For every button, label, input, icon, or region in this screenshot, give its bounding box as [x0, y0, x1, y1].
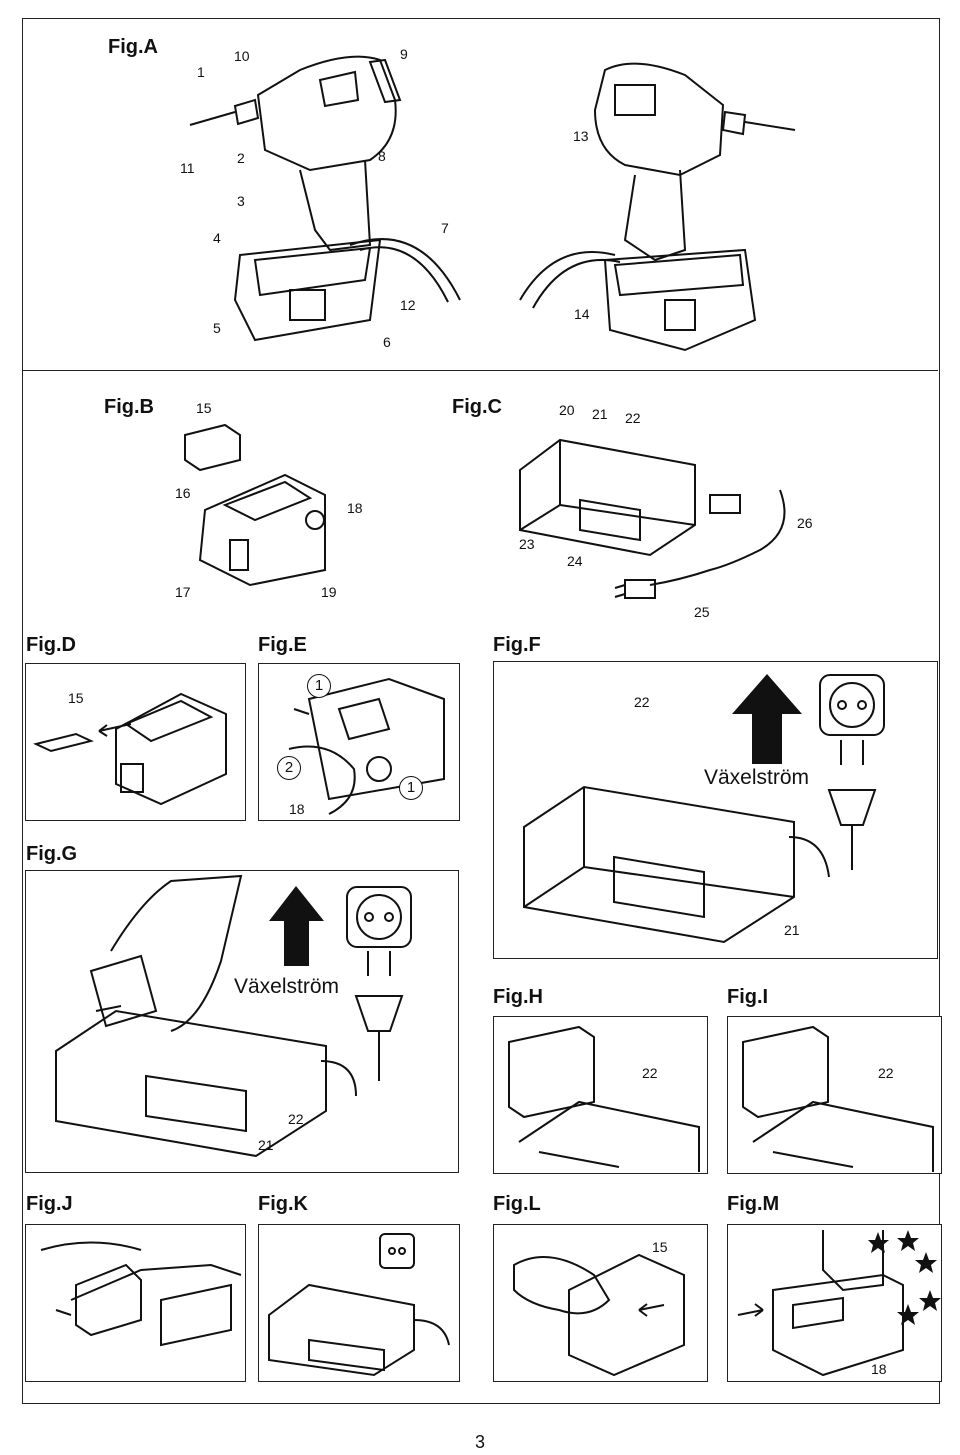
- battery-cartridge-illustration: [31, 679, 241, 809]
- figure-e-panel: 1 2 1 18: [258, 663, 460, 821]
- callout-number: 18: [289, 801, 305, 817]
- figure-d-panel: 15: [25, 663, 246, 821]
- charger-illustration: [520, 430, 700, 560]
- callout-number: 19: [321, 584, 337, 600]
- callout-number: 21: [592, 406, 608, 422]
- figure-title: Fig.D: [26, 634, 76, 656]
- callout-number: 10: [234, 48, 250, 64]
- callout-number: 26: [797, 515, 813, 531]
- callout-number: 15: [196, 400, 212, 416]
- callout-number: 18: [871, 1361, 887, 1377]
- callout-number: 12: [400, 297, 416, 313]
- impact-driver-illustration: [733, 1230, 938, 1380]
- callout-number: 2: [237, 150, 245, 166]
- battery-cartridge-illustration: [175, 420, 335, 590]
- ac-current-label: Växelström: [704, 766, 810, 789]
- callout-number: 20: [559, 402, 575, 418]
- charger-illustration: [524, 777, 814, 947]
- step-marker: 1: [307, 674, 331, 698]
- up-arrow-icon: [732, 674, 802, 764]
- callout-number: 22: [625, 410, 641, 426]
- page-number: 3: [474, 1432, 485, 1452]
- power-plug-icon: [620, 470, 800, 610]
- callout-number: 4: [213, 230, 221, 246]
- callout-number: 8: [378, 148, 386, 164]
- figure-title: Fig.B: [104, 396, 154, 418]
- figure-title: Fig.A: [108, 36, 158, 58]
- impact-driver-illustration: [515, 50, 805, 360]
- callout-number: 11: [180, 160, 195, 176]
- power-plug-icon: [819, 740, 885, 870]
- callout-number: 24: [567, 553, 583, 569]
- divider-line: [22, 370, 938, 371]
- figure-j-panel: [25, 1224, 246, 1382]
- figure-title: Fig.E: [258, 634, 307, 656]
- callout-number: 16: [175, 485, 191, 501]
- callout-number: 22: [878, 1065, 894, 1081]
- callout-number: 22: [288, 1111, 304, 1127]
- figure-title: Fig.C: [452, 396, 502, 418]
- charger-illustration: [264, 1265, 454, 1380]
- callout-number: 22: [634, 694, 650, 710]
- figure-g-panel: Växelström 22 21: [25, 870, 459, 1173]
- figure-title: Fig.G: [26, 843, 78, 865]
- callout-number: 6: [383, 334, 391, 350]
- callout-number: 14: [574, 306, 590, 322]
- figure-l-panel: 15: [493, 1224, 708, 1382]
- callout-number: 23: [519, 536, 535, 552]
- up-arrow-icon: [269, 886, 324, 966]
- callout-number: 9: [400, 46, 408, 62]
- callout-number: 21: [258, 1137, 274, 1153]
- callout-number: 15: [652, 1239, 668, 1255]
- callout-number: 3: [237, 193, 245, 209]
- figure-f-panel: Växelström 22 21: [493, 661, 938, 959]
- figure-title: Fig.J: [26, 1193, 73, 1215]
- figure-k-panel: [258, 1224, 460, 1382]
- wall-socket-icon: [379, 1233, 415, 1269]
- callout-number: 1: [197, 64, 205, 80]
- callout-number: 17: [175, 584, 191, 600]
- hand-illustration: [81, 871, 261, 1041]
- hand-illustration: [269, 669, 459, 819]
- wall-socket-icon: [346, 886, 412, 948]
- callout-number: 7: [441, 220, 449, 236]
- figure-title: Fig.M: [727, 1193, 780, 1215]
- callout-number: 15: [68, 690, 84, 706]
- charger-illustration: [56, 1001, 356, 1161]
- figure-m-panel: 18: [727, 1224, 942, 1382]
- figure-i-panel: 22: [727, 1016, 942, 1174]
- ac-current-label: Växelström: [234, 975, 340, 998]
- figure-h-panel: 22: [493, 1016, 708, 1174]
- charger-illustration: [499, 1022, 704, 1172]
- figure-title: Fig.I: [727, 986, 769, 1008]
- wall-socket-icon: [819, 674, 885, 736]
- callout-number: 25: [694, 604, 710, 620]
- step-marker: 1: [399, 776, 423, 800]
- callout-number: 13: [573, 128, 589, 144]
- callout-number: 21: [784, 922, 800, 938]
- battery-cartridge-illustration: [499, 1230, 704, 1380]
- page-frame: [22, 18, 940, 1404]
- impact-driver-illustration: [180, 40, 480, 350]
- figure-title: Fig.L: [493, 1193, 541, 1215]
- step-marker: 2: [277, 756, 301, 780]
- callout-number: 22: [642, 1065, 658, 1081]
- figure-title: Fig.H: [493, 986, 543, 1008]
- callout-number: 5: [213, 320, 221, 336]
- star-icon: [868, 1230, 941, 1325]
- figure-title: Fig.K: [258, 1193, 308, 1215]
- charger-illustration: [31, 1230, 241, 1380]
- callout-number: 18: [347, 500, 363, 516]
- power-plug-icon: [346, 951, 412, 1081]
- charger-illustration: [733, 1022, 938, 1172]
- figure-title: Fig.F: [493, 634, 541, 656]
